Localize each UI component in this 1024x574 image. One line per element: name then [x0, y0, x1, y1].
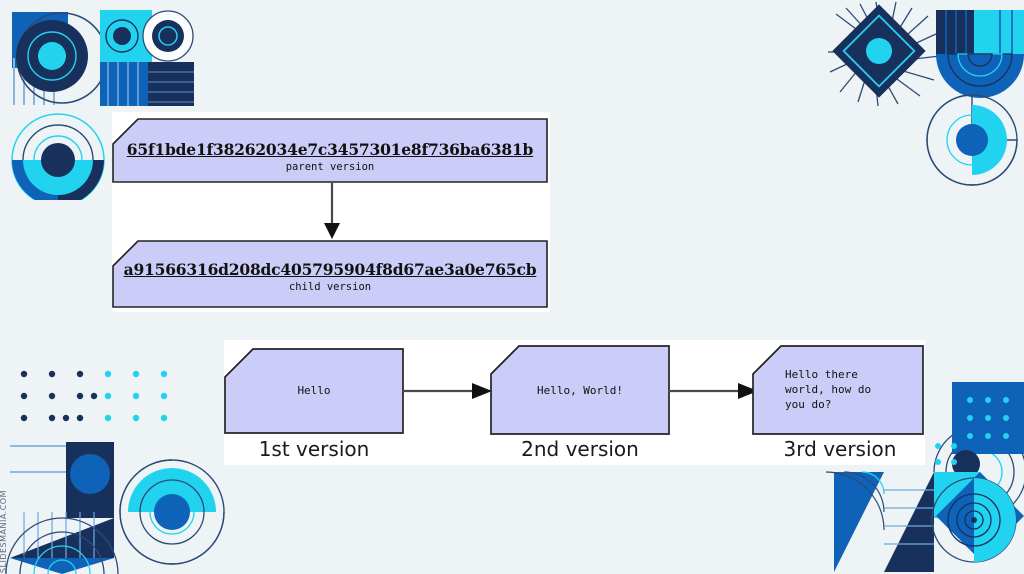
- version-caption-1: 1st version: [258, 437, 370, 461]
- slidesmania-watermark: SLIDESMANIA.COM: [0, 490, 8, 574]
- version-note-2[interactable]: Hello, World!: [490, 345, 670, 435]
- version-arrow-2-3: [668, 381, 758, 401]
- parent-version-hash: 65f1bde1f38262034e7c3457301e8f736ba6381b: [126, 140, 534, 159]
- version-note-1-content: Hello: [297, 384, 331, 397]
- child-version-label: child version: [288, 281, 372, 293]
- parent-version-label: parent version: [285, 161, 375, 173]
- parent-version-note[interactable]: 65f1bde1f38262034e7c3457301e8f736ba6381b…: [112, 118, 548, 183]
- version-note-2-content: Hello, World!: [536, 384, 624, 397]
- decoration-top-right: [824, 0, 1024, 200]
- version-arrow-1-2: [402, 381, 492, 401]
- version-note-3[interactable]: Hello there world, how do you do?: [752, 345, 924, 435]
- child-version-note[interactable]: a91566316d208dc405795904f8d67ae3a0e765cb…: [112, 240, 548, 308]
- version-note-3-content: Hello there world, how do you do?: [785, 368, 872, 411]
- version-note-1[interactable]: Hello: [224, 348, 404, 434]
- child-version-hash: a91566316d208dc405795904f8d67ae3a0e765cb: [123, 260, 537, 279]
- parent-to-child-arrow: [316, 183, 348, 239]
- version-caption-2: 2nd version: [521, 437, 639, 461]
- version-caption-3: 3rd version: [783, 437, 897, 461]
- decoration-bottom-left: [0, 362, 240, 574]
